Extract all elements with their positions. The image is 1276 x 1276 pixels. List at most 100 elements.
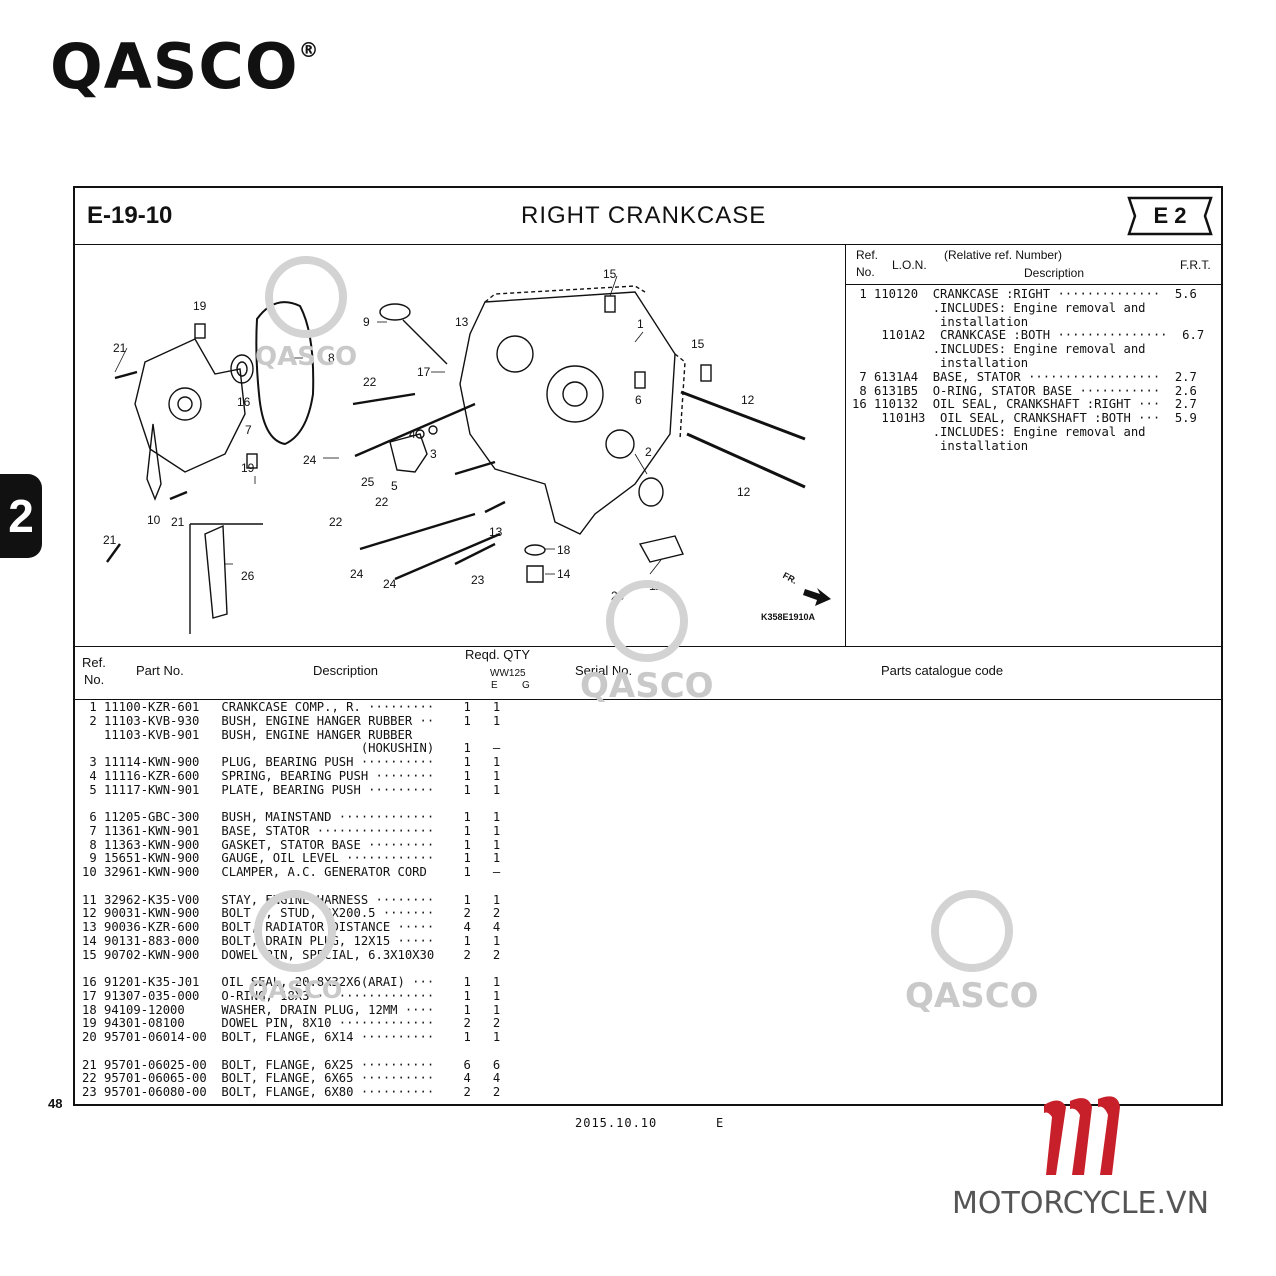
parts-list: 1 11100-KZR-601 CRANKCASE COMP., R. ····… bbox=[82, 700, 501, 1100]
stud-bolt-part bbox=[680, 390, 806, 441]
callout-label: 15 bbox=[603, 267, 617, 281]
parts-row-spacer bbox=[82, 797, 500, 811]
parts-list-header: Ref. No. Part No. Description Reqd. QTY … bbox=[75, 646, 1221, 700]
qasco-logo: QASCO® bbox=[50, 30, 320, 103]
frt-row: 1 110120 CRANKCASE :RIGHT ··············… bbox=[852, 287, 1197, 301]
callout-label: 21 bbox=[103, 533, 117, 547]
parts-row: 12 90031-KWN-900 BOLT A, STUD, 8X200.5 ·… bbox=[82, 906, 501, 921]
callout-label: 2 bbox=[645, 445, 652, 459]
callout-label: 7 bbox=[245, 423, 252, 437]
oil-seal-part bbox=[230, 354, 254, 384]
parts-row: 20 95701-06014-00 BOLT, FLANGE, 6X14 ···… bbox=[82, 1030, 501, 1044]
callout-label: 20 bbox=[611, 589, 625, 603]
crankcase-bore bbox=[546, 365, 604, 423]
frt-desc-header: Description bbox=[1024, 266, 1085, 280]
parts-row-spacer bbox=[82, 1045, 500, 1059]
dowel-pin-part bbox=[194, 323, 206, 339]
callout-label: 18 bbox=[557, 543, 571, 557]
parts-row: 3 11114-KWN-900 PLUG, BEARING PUSH ·····… bbox=[82, 755, 501, 769]
callout-label: 13 bbox=[455, 315, 469, 329]
page-title: RIGHT CRANKCASE bbox=[521, 202, 767, 229]
stator-base-part bbox=[134, 338, 246, 473]
parts-row: 6 11205-GBC-300 BUSH, MAINSTAND ········… bbox=[82, 810, 501, 824]
callout-label: 19 bbox=[241, 461, 255, 475]
parts-row: 7 11361-KWN-901 BASE, STATOR ···········… bbox=[82, 823, 501, 838]
callout-label: 12 bbox=[741, 393, 755, 407]
parts-ref-header: Ref. bbox=[82, 655, 106, 670]
frt-header-divider bbox=[846, 284, 1221, 285]
parts-desc-header: Description bbox=[313, 663, 379, 678]
section-code: E-19-10 bbox=[87, 202, 173, 229]
stator-base-hole bbox=[168, 387, 202, 421]
parts-row: 11 32962-K35-V00 STAY, ENGINE HARNESS ··… bbox=[82, 892, 501, 907]
callout-label: 22 bbox=[363, 375, 377, 389]
frt-rel-header: (Relative ref. Number) bbox=[944, 248, 1063, 262]
diagram-code: K358E1910A bbox=[761, 612, 816, 622]
frt-row: 7 6131A4 BASE, STATOR ··················… bbox=[852, 369, 1197, 384]
parts-row: 15 90702-KWN-900 DOWEL PIN, SPECIAL, 6.3… bbox=[82, 947, 501, 962]
callout-label: 9 bbox=[363, 315, 370, 329]
callout-label: 8 bbox=[328, 351, 335, 365]
parts-row: 5 11117-KWN-901 PLATE, BEARING PUSH ····… bbox=[82, 782, 501, 797]
parts-row: 16 91201-K35-J01 OIL SEAL, 20.8X32X6(ARA… bbox=[82, 975, 501, 989]
parts-row-spacer bbox=[82, 880, 500, 894]
o-ring-part bbox=[255, 301, 315, 446]
flange-bolt-part bbox=[354, 402, 476, 458]
bush-part bbox=[638, 477, 664, 507]
callout-label: 15 bbox=[691, 337, 705, 351]
parts-row: 9 15651-KWN-900 GAUGE, OIL LEVEL ·······… bbox=[82, 851, 501, 866]
parts-row: 1 11100-KZR-601 CRANKCASE COMP., R. ····… bbox=[82, 700, 501, 714]
frt-row: .INCLUDES: Engine removal and bbox=[852, 300, 1146, 315]
frt-value-header: F.R.T. bbox=[1180, 258, 1211, 272]
parts-row: 10 32961-KWN-900 CLAMPER, A.C. GENERATOR… bbox=[82, 865, 501, 879]
frt-row: .INCLUDES: Engine removal and bbox=[852, 342, 1146, 357]
badge-label: E 2 bbox=[1153, 203, 1187, 228]
callout-label: 5 bbox=[391, 479, 398, 493]
parts-row: 18 94109-12000 WASHER, DRAIN PLUG, 12MM … bbox=[82, 1002, 501, 1017]
parts-row: 2 11103-KVB-930 BUSH, ENGINE HANGER RUBB… bbox=[82, 713, 501, 728]
callout-label: 22 bbox=[329, 515, 343, 529]
parts-row: 22 95701-06065-00 BOLT, FLANGE, 6X65 ···… bbox=[82, 1071, 501, 1086]
edition-code: E bbox=[716, 1116, 724, 1130]
callout-label: 19 bbox=[193, 299, 207, 313]
parts-serial-header: Serial No. bbox=[575, 663, 633, 678]
frt-table: Ref. No. L.O.N. (Relative ref. Number) D… bbox=[846, 244, 1221, 646]
frt-no-header: No. bbox=[856, 265, 875, 279]
oil-gauge-part bbox=[379, 303, 411, 321]
parts-row: 11103-KVB-901 BUSH, ENGINE HANGER RUBBER bbox=[82, 727, 413, 742]
callout-label: 13 bbox=[489, 525, 503, 539]
callout-label: 21 bbox=[171, 515, 185, 529]
clamper-part bbox=[146, 423, 162, 501]
frt-lon-header: L.O.N. bbox=[892, 258, 927, 272]
parts-row: 8 11363-KWN-900 GASKET, STATOR BASE ····… bbox=[82, 837, 501, 852]
callout-label: 10 bbox=[147, 513, 161, 527]
frt-row: 1101H3 OIL SEAL, CRANKSHAFT :BOTH ··· 5.… bbox=[852, 411, 1197, 426]
catalogue-page-frame: E-19-10 RIGHT CRANKCASE E 2 bbox=[73, 186, 1223, 1106]
frt-row: 1101A2 CRANKCASE :BOTH ··············· 6… bbox=[852, 328, 1205, 343]
parts-row: 17 91307-035-000 O-RING, 18X3 ··········… bbox=[82, 988, 501, 1003]
exploded-diagram: 21 19 16 8 7 19 10 21 21 26 9 13 17 22 1… bbox=[75, 244, 846, 646]
callout-label: 24 bbox=[303, 453, 317, 467]
callout-label: 25 bbox=[361, 475, 375, 489]
front-direction-label: FR. bbox=[781, 570, 798, 586]
washer-part bbox=[524, 544, 546, 556]
page-header: E-19-10 RIGHT CRANKCASE E 2 bbox=[75, 188, 1221, 245]
frt-rows: 1 110120 CRANKCASE :RIGHT ··············… bbox=[852, 287, 1205, 454]
bearing-plate-part bbox=[389, 433, 428, 473]
site-name: MOTORCYCLE.VN bbox=[952, 1186, 1210, 1221]
callout-label: 26 bbox=[241, 569, 255, 583]
badge-frame-icon bbox=[1127, 196, 1213, 236]
parts-model-header: WW125 bbox=[490, 668, 526, 679]
callout-label: 1 bbox=[637, 317, 644, 331]
stay-part bbox=[204, 524, 228, 619]
parts-row: 19 94301-08100 DOWEL PIN, 8X10 ·········… bbox=[82, 1016, 501, 1031]
callout-label: 24 bbox=[383, 577, 397, 591]
page-number: 48 bbox=[48, 1096, 63, 1111]
frt-ref-header: Ref. bbox=[856, 248, 879, 262]
parts-row: 13 90036-KZR-600 BOLT, RADIATOR DISTANCE… bbox=[82, 920, 501, 934]
frt-row: .INCLUDES: Engine removal and bbox=[852, 424, 1146, 439]
callout-label: 16 bbox=[237, 395, 251, 409]
parts-row: 23 95701-06080-00 BOLT, FLANGE, 6X80 ···… bbox=[82, 1085, 501, 1099]
parts-type-e-header: E bbox=[491, 680, 498, 691]
frt-row: installation bbox=[852, 314, 1029, 329]
